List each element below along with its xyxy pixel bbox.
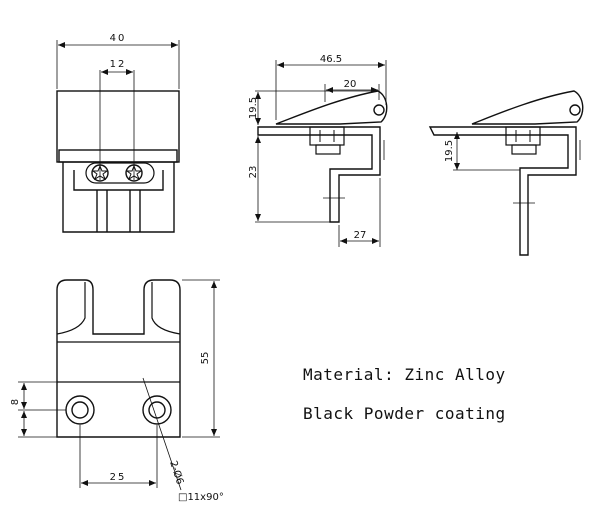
bottom-view-slot-right (151, 282, 181, 335)
dim-length-46-5: 46.5 (320, 54, 342, 65)
bottom-view (56, 279, 181, 438)
dim-countersink: □11x90° (178, 492, 224, 503)
front-view-top-block (56, 90, 180, 163)
dim-hole-pitch-25: 25 (110, 472, 127, 483)
dim-height-55: 55 (200, 352, 211, 365)
side-view-bracket (257, 126, 381, 223)
dim-hole-spec: 2-Ø6 (167, 459, 186, 486)
side-view-alt-dimensions (453, 132, 520, 171)
dim-height-23: 23 (248, 166, 259, 179)
front-view-inner-slot (73, 170, 164, 191)
side-view-lever (275, 90, 388, 125)
material-note: Material: Zinc Alloy (303, 365, 506, 384)
front-view-dimensions (56, 40, 180, 180)
bottom-view-outline (56, 279, 181, 438)
side-view-alt-lever (471, 90, 584, 125)
dim-base-27: 27 (354, 230, 367, 241)
bottom-view-hole-right-outer (142, 395, 172, 425)
dim-width-40: 40 (110, 33, 127, 44)
front-view-body (62, 162, 175, 233)
side-view (257, 90, 388, 223)
side-view-alt-nut (505, 126, 541, 146)
side-view-nut-base (315, 144, 341, 155)
bottom-view-dimensions (18, 279, 220, 491)
bottom-view-hole-right-inner (148, 401, 166, 419)
side-view-alt-bracket (428, 126, 577, 256)
dim-offset-20: 20 (344, 79, 357, 90)
side-view-alt-nut-base (511, 144, 537, 155)
side-view-nut (309, 126, 345, 146)
front-view-screw-boss (85, 162, 155, 184)
side-view-dimensions (255, 60, 387, 247)
finish-note: Black Powder coating (303, 404, 506, 423)
dim-spacing-12: 12 (110, 59, 127, 70)
side-view-pivot (373, 104, 385, 116)
dim-alt-height-19-5: 19.5 (444, 140, 455, 162)
bottom-view-hole-left-outer (65, 395, 95, 425)
front-view (56, 90, 180, 233)
bottom-view-hole-left-inner (71, 401, 89, 419)
side-view-alt (428, 90, 584, 256)
bottom-view-slot-left (56, 282, 86, 335)
front-view-plate (58, 149, 178, 163)
dim-height-19-5: 19.5 (248, 97, 259, 119)
dim-hole-offset-8: 8 (10, 399, 21, 405)
side-view-alt-pivot (569, 104, 581, 116)
